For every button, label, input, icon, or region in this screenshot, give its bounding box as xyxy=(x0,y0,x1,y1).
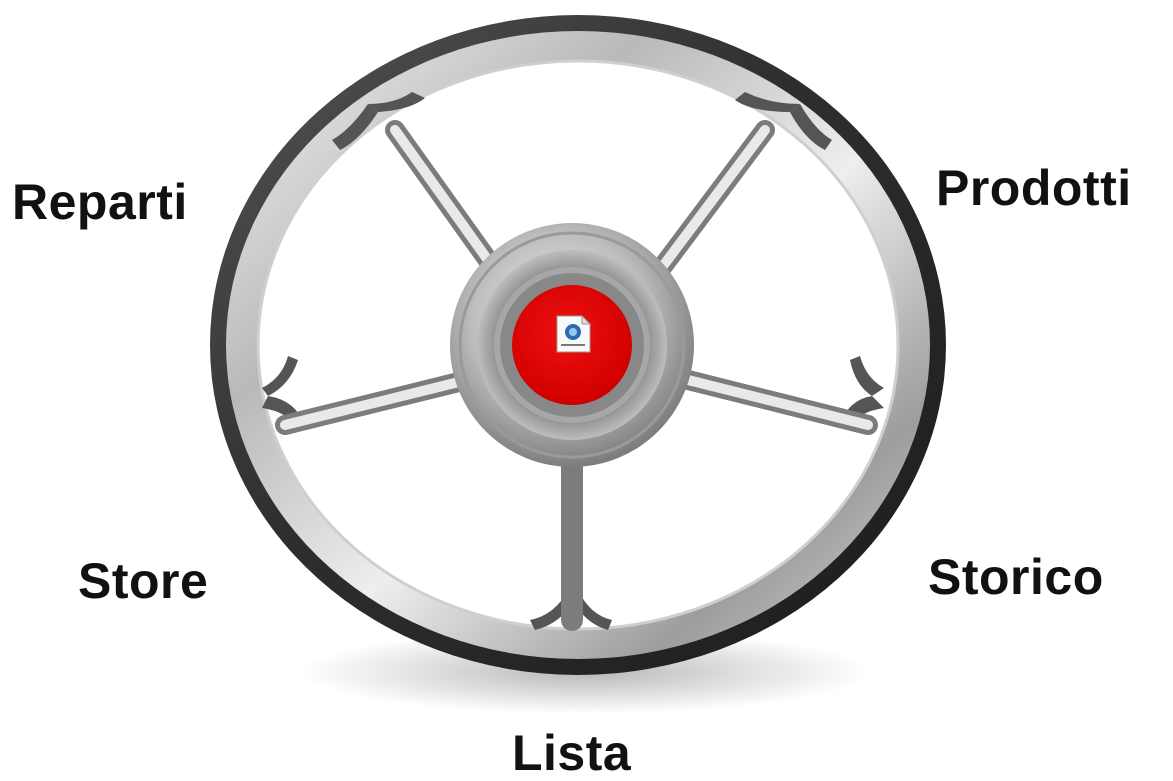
document-icon[interactable] xyxy=(557,316,590,352)
menu-item-store[interactable]: Store xyxy=(78,556,208,606)
menu-item-reparti[interactable]: Reparti xyxy=(12,177,188,227)
menu-item-storico[interactable]: Storico xyxy=(928,552,1104,602)
menu-item-prodotti[interactable]: Prodotti xyxy=(936,163,1132,213)
menu-item-lista[interactable]: Lista xyxy=(512,728,631,778)
